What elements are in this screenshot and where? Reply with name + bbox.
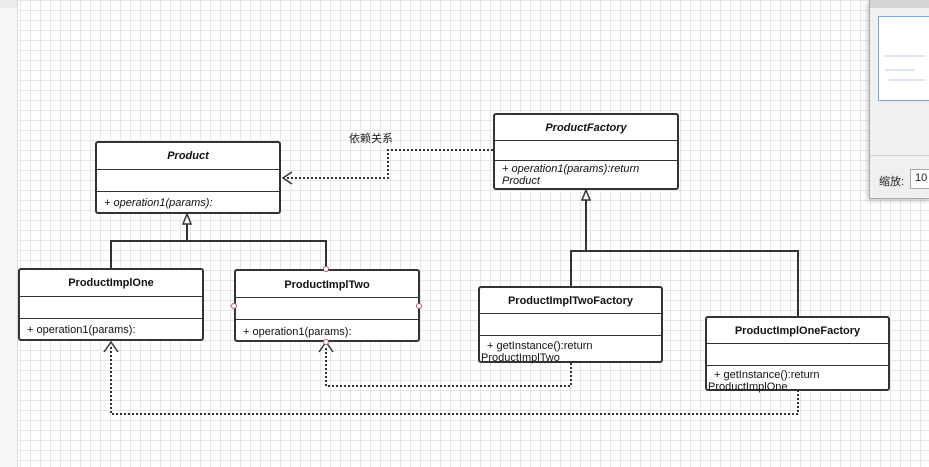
class-product-attributes: [97, 170, 279, 192]
connection-port-top[interactable]: [323, 266, 329, 272]
navigator-panel[interactable]: 缩放: 10: [869, 0, 929, 199]
class-product-impl-one-attributes: [20, 297, 202, 319]
class-product-impl-two[interactable]: ProductImplTwo + operation1(params):: [234, 269, 420, 342]
class-product-impl-two-factory[interactable]: ProductImplTwoFactory + getInstance():re…: [478, 286, 663, 365]
arrowhead-open: [103, 340, 119, 353]
connection-port-right[interactable]: [416, 303, 422, 309]
dependency-onefactory-to-implone[interactable]: [110, 346, 799, 415]
class-product-impl-one-factory-operation: + getInstance():return ProductImplOne: [707, 366, 888, 394]
operation-line: Product: [502, 175, 540, 187]
operation-line: + getInstance():return: [714, 369, 820, 381]
dependency-factory-to-product[interactable]: [286, 149, 493, 179]
connection-port-left[interactable]: [231, 303, 237, 309]
class-product-impl-one-name: ProductImplOne: [20, 270, 202, 297]
class-product-factory-attributes: [495, 141, 677, 161]
zoom-label: 缩放:: [879, 176, 905, 188]
inheritance-factory[interactable]: [570, 187, 799, 317]
operation-line: ProductImplTwo: [481, 352, 560, 364]
operation-line: + getInstance():return: [487, 340, 593, 352]
class-product-impl-two-factory-operation: + getInstance():return ProductImplTwo: [480, 336, 661, 365]
dependency-label: 依赖关系: [349, 133, 393, 145]
class-product-impl-two-name: ProductImplTwo: [236, 271, 418, 298]
class-product-impl-two-attributes: [236, 298, 418, 320]
class-product[interactable]: Product + operation1(params):: [95, 141, 281, 214]
navigator-titlebar[interactable]: [870, 0, 929, 8]
arrowhead-open: [281, 171, 293, 185]
class-product-factory-name: ProductFactory: [495, 115, 677, 141]
class-product-name: Product: [97, 143, 279, 170]
class-product-impl-one-factory[interactable]: ProductImplOneFactory + getInstance():re…: [705, 316, 890, 394]
operation-line: ProductImplOne: [708, 381, 788, 393]
class-product-impl-one-factory-name: ProductImplOneFactory: [707, 318, 888, 344]
left-ruler: [0, 0, 18, 467]
operation-line: + operation1(params):return: [502, 163, 640, 175]
zoom-input[interactable]: 10: [910, 169, 929, 189]
class-product-impl-one-operation: + operation1(params):: [27, 324, 136, 336]
inheritance-product[interactable]: [110, 211, 327, 269]
navigator-divider: [870, 155, 929, 156]
class-product-factory-operation: + operation1(params):return Product: [495, 161, 677, 188]
class-product-impl-two-factory-attributes: [480, 314, 661, 336]
navigator-preview[interactable]: [878, 16, 929, 101]
class-product-operation: + operation1(params):: [104, 197, 213, 209]
class-product-impl-two-factory-name: ProductImplTwoFactory: [480, 288, 661, 314]
class-product-impl-one-factory-attributes: [707, 344, 888, 366]
class-product-impl-two-operation: + operation1(params):: [243, 326, 352, 338]
dependency-twofactory-to-impltwo[interactable]: [325, 346, 572, 387]
class-product-factory[interactable]: ProductFactory + operation1(params):retu…: [493, 113, 679, 190]
connection-port-bottom[interactable]: [323, 339, 329, 345]
class-product-impl-one[interactable]: ProductImplOne + operation1(params):: [18, 268, 204, 341]
